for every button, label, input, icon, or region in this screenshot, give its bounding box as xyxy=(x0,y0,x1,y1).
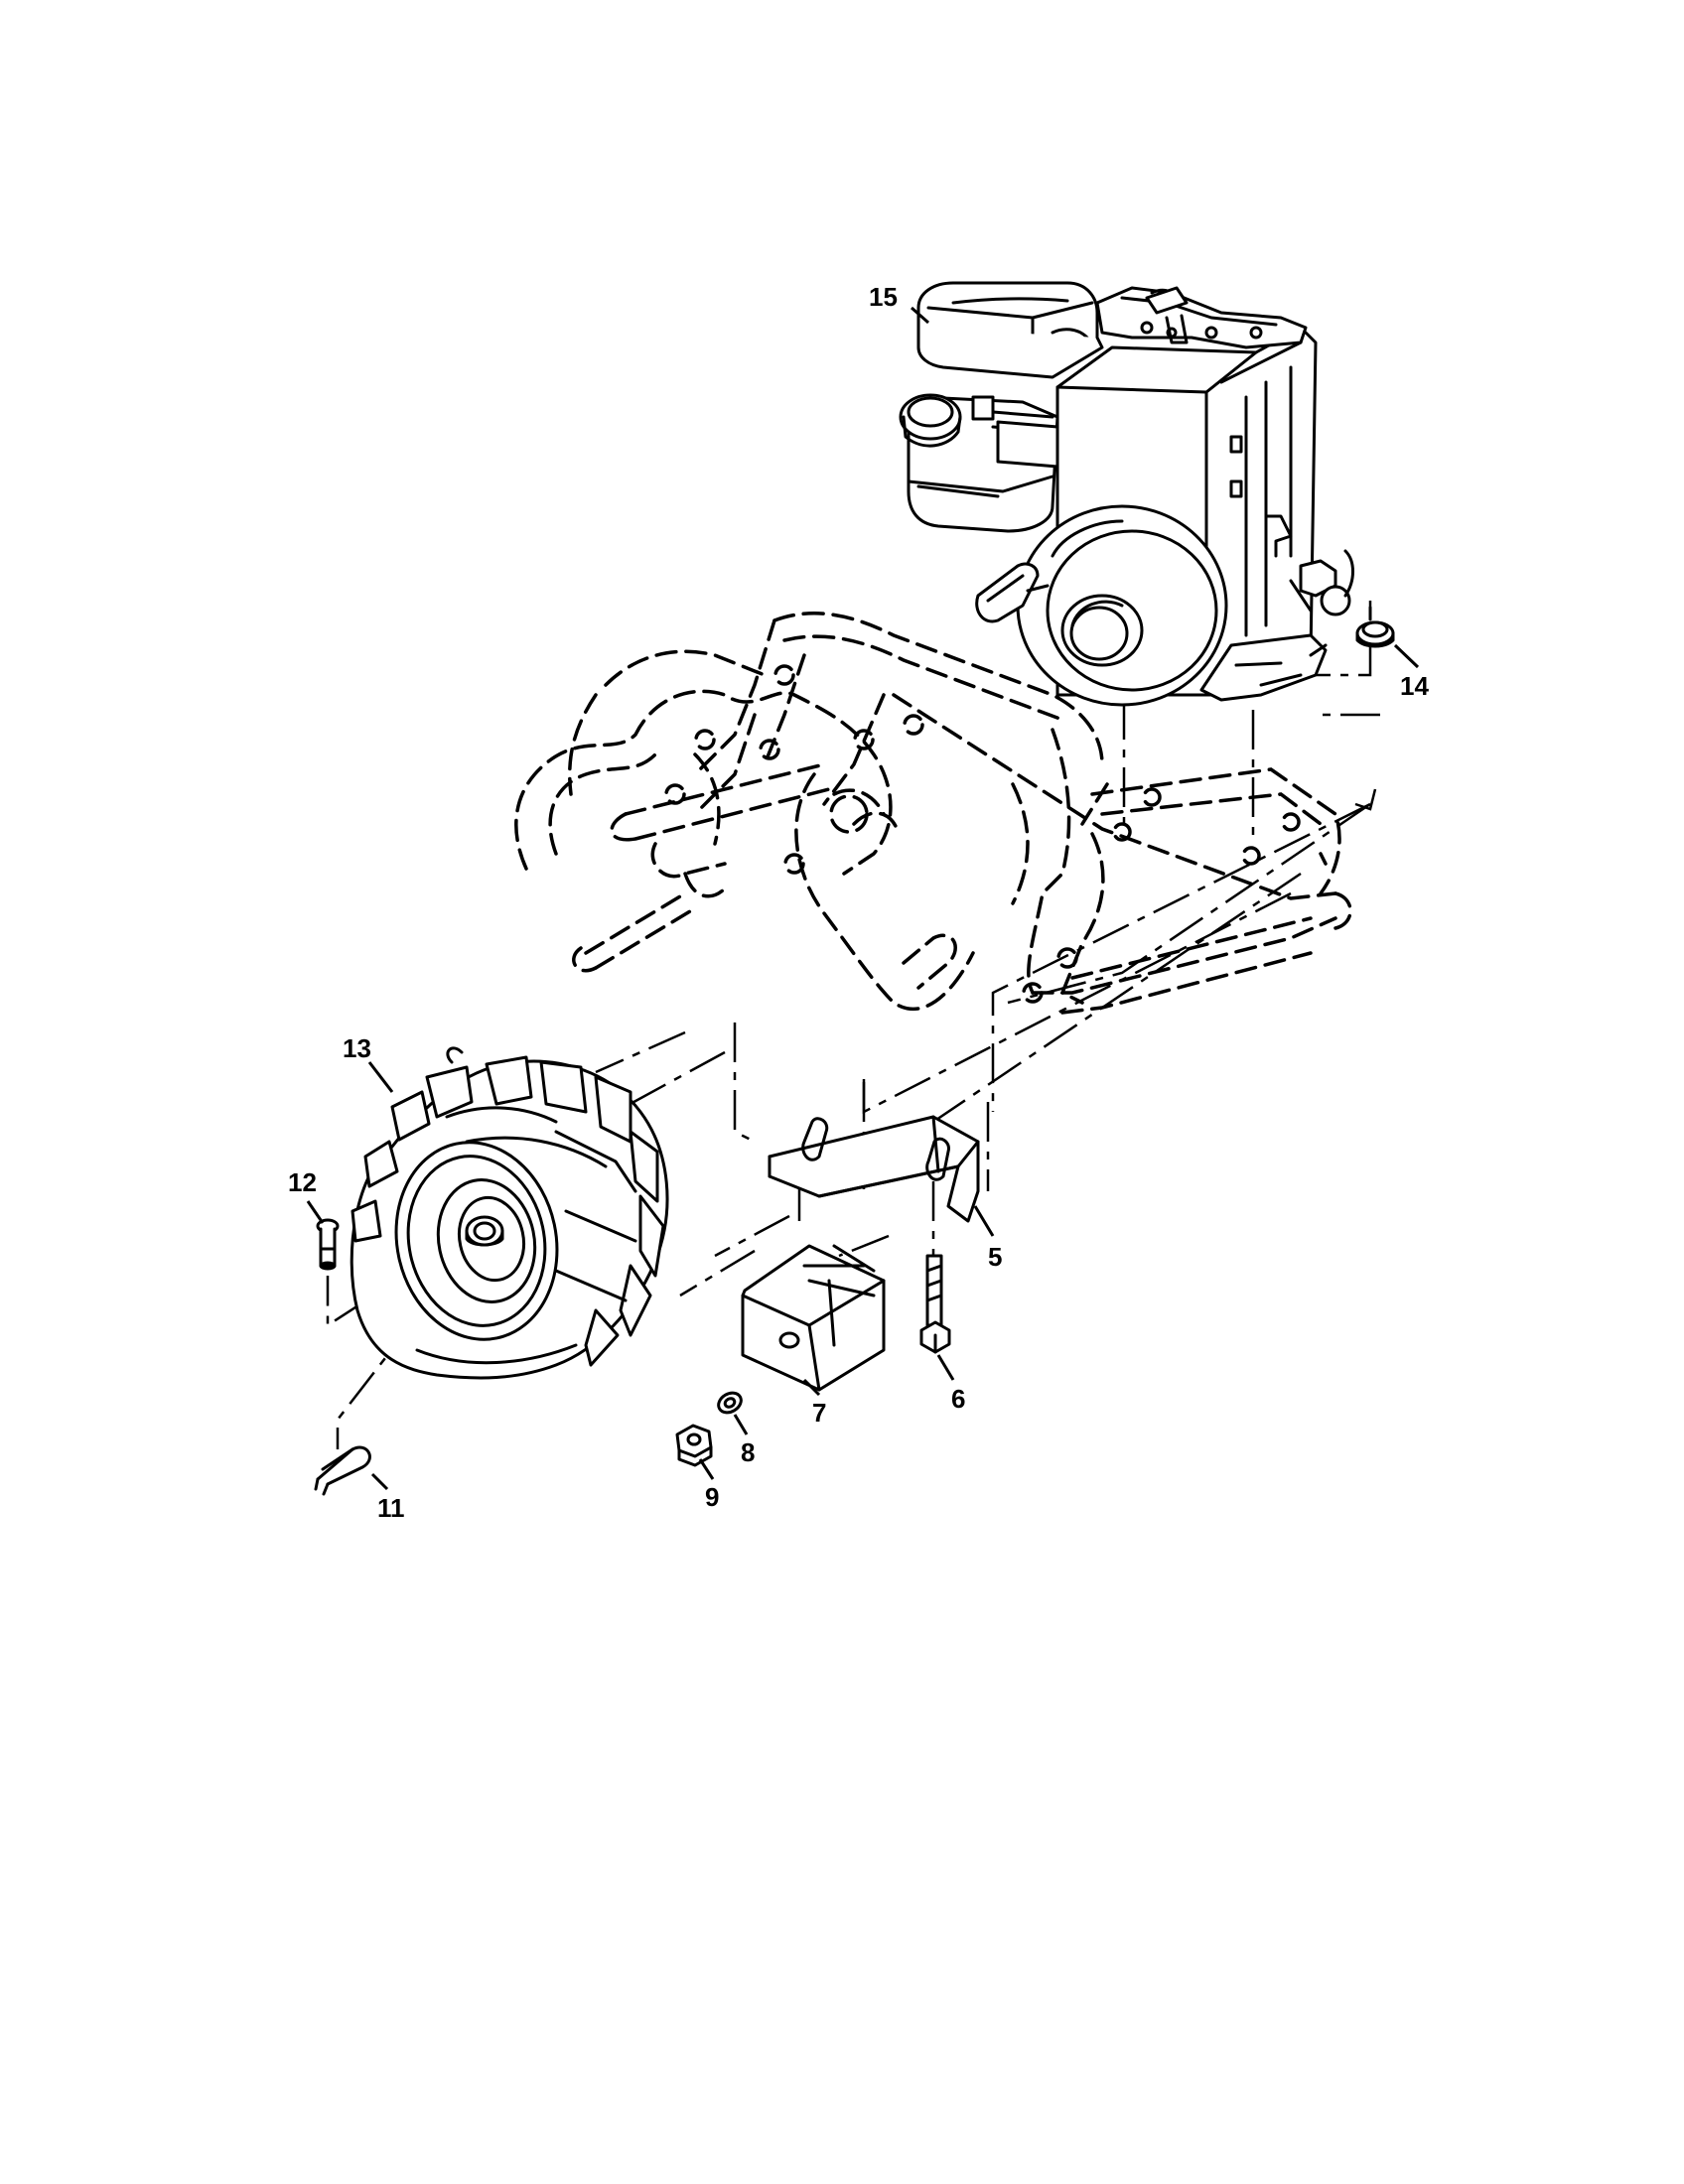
callout-12: 12 xyxy=(288,1167,317,1197)
callout-8: 8 xyxy=(741,1437,755,1467)
callout-6: 6 xyxy=(951,1384,965,1414)
mounting-bracket-5 xyxy=(768,1115,980,1223)
tiller-frame-phantom xyxy=(514,612,1352,1015)
callout-5: 5 xyxy=(988,1242,1002,1272)
hex-bolt-6 xyxy=(919,1254,951,1354)
wheel-and-tire xyxy=(350,1046,669,1380)
counterweight-block-7 xyxy=(741,1244,886,1392)
assembly-lead-lines xyxy=(326,601,1380,1449)
callout-7: 7 xyxy=(812,1398,826,1428)
callout-labels: 15 14 13 12 11 5 6 7 8 9 xyxy=(288,282,1429,1523)
callout-leaders xyxy=(306,306,1420,1491)
callout-11: 11 xyxy=(377,1493,405,1523)
callout-9: 9 xyxy=(705,1482,719,1512)
lock-washer-8 xyxy=(717,1391,743,1415)
hex-nut-9 xyxy=(675,1424,713,1467)
flange-nut-14 xyxy=(1355,606,1395,648)
callout-14: 14 xyxy=(1400,671,1429,701)
clevis-pin-12 xyxy=(316,1218,340,1271)
engine xyxy=(899,281,1354,707)
callout-13: 13 xyxy=(343,1033,371,1063)
hairpin-clip-11 xyxy=(314,1445,371,1496)
callout-15: 15 xyxy=(869,282,898,312)
